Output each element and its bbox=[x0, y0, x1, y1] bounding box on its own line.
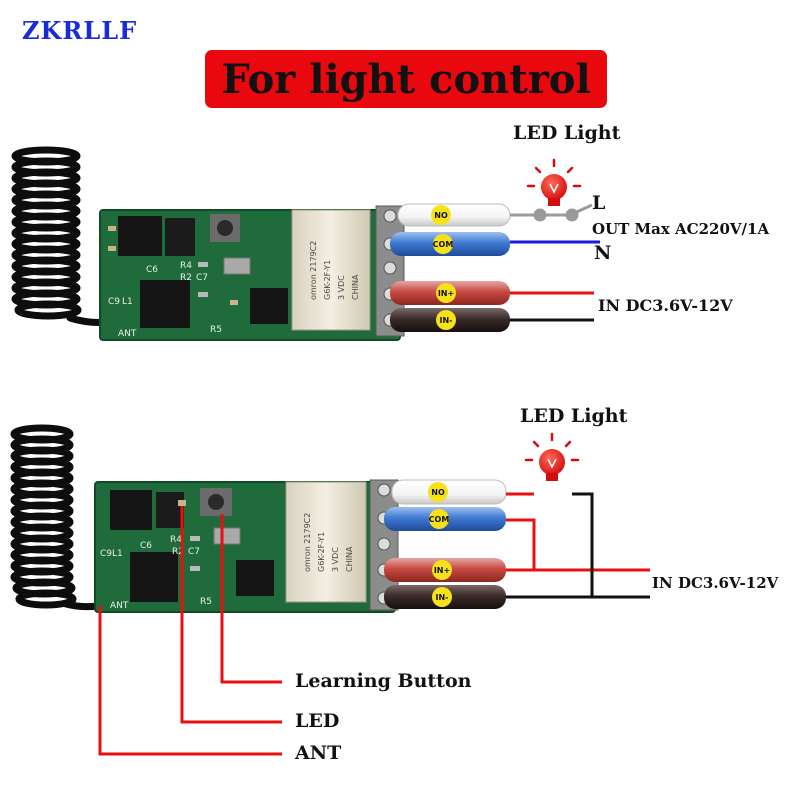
svg-text:COM: COM bbox=[433, 240, 454, 249]
svg-text:CHINA: CHINA bbox=[345, 546, 354, 572]
wire-inplus-bottom: IN+ bbox=[384, 558, 506, 582]
page-title: For light control bbox=[221, 55, 591, 103]
top-n-label: N bbox=[594, 242, 612, 264]
top-out-label: OUT Max AC220V/1A bbox=[592, 220, 770, 238]
svg-text:R4: R4 bbox=[180, 261, 192, 271]
pcb-board-bottom: C6 R4 R2 C7 C9 L1 R5 ANT omron 2179C2 G6… bbox=[94, 479, 399, 613]
callout-lines bbox=[98, 506, 282, 756]
svg-text:IN+: IN+ bbox=[438, 289, 454, 298]
svg-text:R4: R4 bbox=[170, 535, 182, 545]
svg-text:C7: C7 bbox=[196, 273, 208, 283]
svg-text:COM: COM bbox=[429, 515, 450, 524]
top-in-label: IN DC3.6V-12V bbox=[598, 296, 733, 315]
svg-text:omron 2179C2: omron 2179C2 bbox=[309, 241, 318, 300]
top-led-light-label: LED Light bbox=[513, 122, 621, 144]
pcb-board-top: C6 R4 R2 C7 C9 L1 R5 ANT omron 2179C2 G6… bbox=[99, 205, 405, 341]
svg-text:NO: NO bbox=[434, 211, 448, 220]
svg-text:R2: R2 bbox=[172, 547, 184, 557]
lightbulb-icon bbox=[524, 432, 580, 481]
bottom-led-light-label: LED Light bbox=[520, 405, 628, 427]
wire-inplus-top: IN+ bbox=[390, 281, 510, 305]
antenna-coil-icon bbox=[11, 146, 112, 326]
svg-text:IN-: IN- bbox=[440, 316, 453, 325]
svg-text:3 VDC: 3 VDC bbox=[331, 547, 340, 572]
svg-text:ANT: ANT bbox=[110, 601, 129, 611]
svg-text:G6K-2F-Y1: G6K-2F-Y1 bbox=[317, 532, 326, 572]
svg-text:C9: C9 bbox=[108, 297, 120, 307]
svg-text:G6K-2F-Y1: G6K-2F-Y1 bbox=[323, 260, 332, 300]
title-banner: For light control bbox=[205, 50, 607, 108]
wire-no-bottom: NO bbox=[391, 479, 507, 505]
wire-inminus-bottom: IN- bbox=[384, 585, 506, 609]
lightbulb-icon bbox=[526, 158, 582, 206]
svg-text:R5: R5 bbox=[200, 597, 212, 607]
svg-text:C7: C7 bbox=[188, 547, 200, 557]
svg-text:NO: NO bbox=[431, 488, 445, 497]
wire-inminus-top: IN- bbox=[390, 308, 510, 332]
led-callout: LED bbox=[295, 710, 340, 732]
svg-text:ANT: ANT bbox=[118, 329, 137, 339]
learning-button-callout: Learning Button bbox=[295, 670, 472, 692]
svg-text:L1: L1 bbox=[122, 297, 133, 307]
antenna-coil-icon bbox=[10, 424, 102, 611]
svg-text:C6: C6 bbox=[146, 265, 158, 275]
svg-text:CHINA: CHINA bbox=[351, 274, 360, 300]
wire-com-top: COM bbox=[390, 232, 510, 256]
svg-text:R5: R5 bbox=[210, 325, 222, 335]
brand-logo: ZKRLLF bbox=[22, 16, 138, 45]
svg-text:3 VDC: 3 VDC bbox=[337, 275, 346, 300]
wire-no-top: NO bbox=[397, 203, 511, 227]
svg-text:C6: C6 bbox=[140, 541, 152, 551]
top-l-label: L bbox=[592, 192, 606, 214]
svg-text:IN+: IN+ bbox=[434, 566, 450, 575]
svg-text:omron 2179C2: omron 2179C2 bbox=[303, 513, 312, 572]
svg-text:L1: L1 bbox=[112, 549, 123, 559]
svg-text:IN-: IN- bbox=[436, 593, 449, 602]
switch-icon bbox=[510, 203, 593, 222]
bottom-wiring-lines bbox=[506, 492, 650, 599]
svg-text:R2: R2 bbox=[180, 273, 192, 283]
wire-com-bottom: COM bbox=[384, 507, 506, 531]
svg-text:C9: C9 bbox=[100, 549, 112, 559]
ant-callout: ANT bbox=[295, 742, 342, 764]
bottom-in-label: IN DC3.6V-12V bbox=[652, 574, 779, 592]
